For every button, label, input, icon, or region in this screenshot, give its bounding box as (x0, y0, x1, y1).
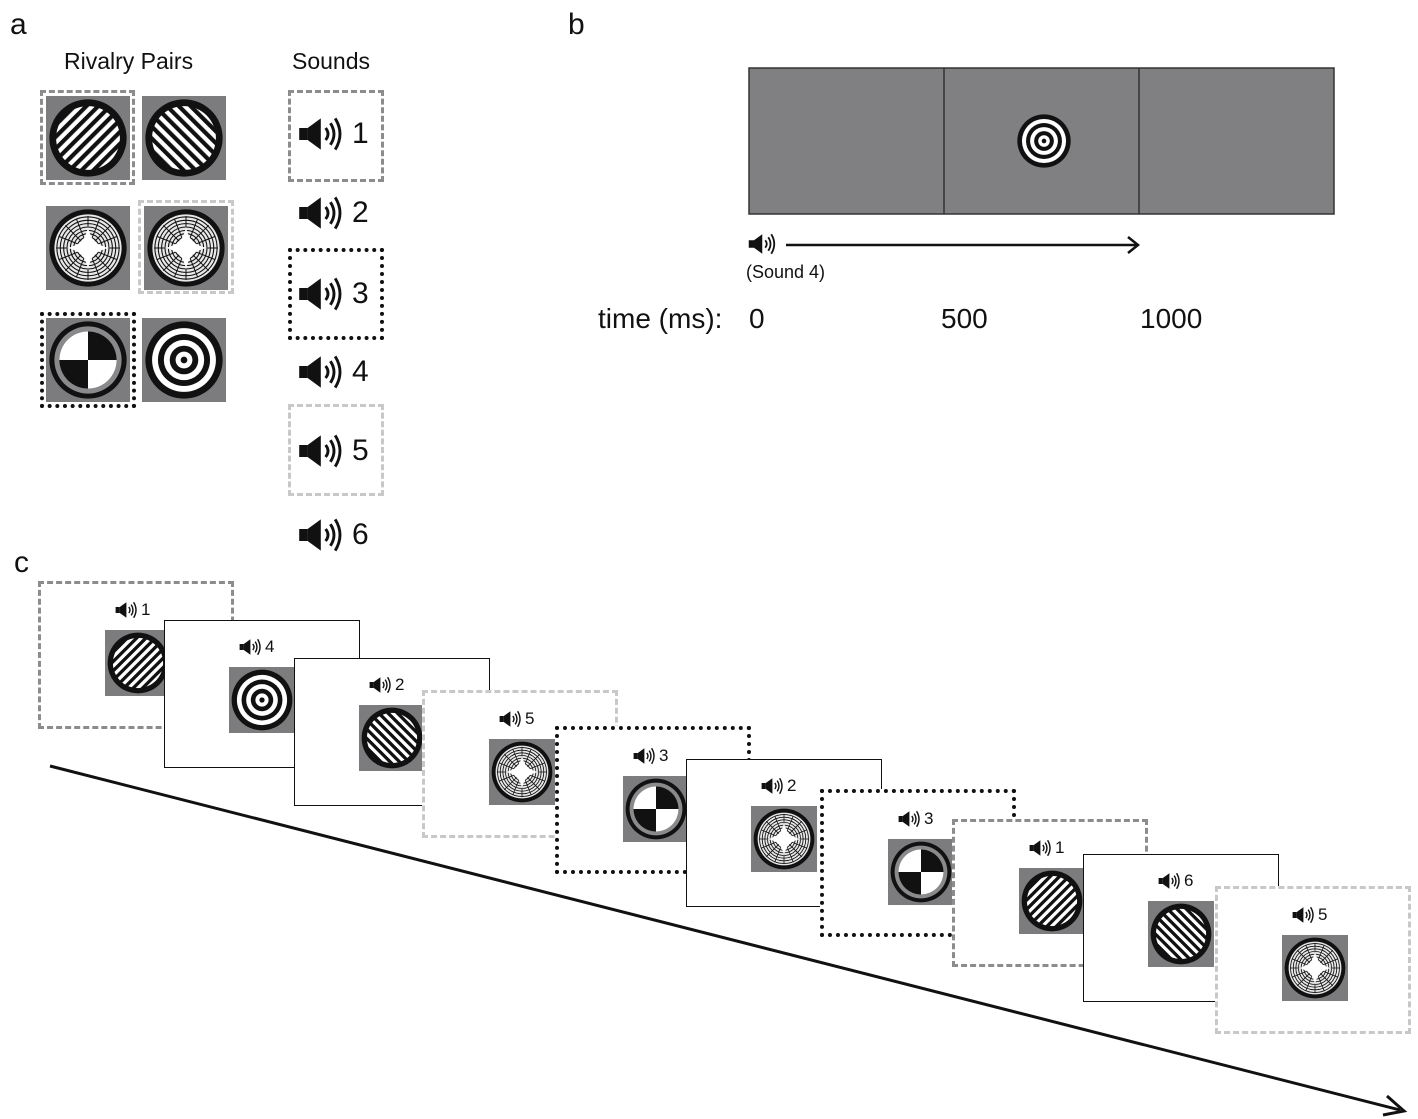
sound-3: 3 (298, 276, 369, 312)
speaker-icon (499, 710, 523, 728)
trial-sound-number: 5 (1318, 905, 1328, 924)
panel-b-letter: b (568, 8, 585, 41)
time-tick-1000: 1000 (1140, 303, 1203, 334)
sound-number: 3 (352, 277, 369, 310)
concentric-rings-stimulus (229, 667, 295, 733)
sound-2: 2 (298, 195, 369, 231)
sound-4: 4 (298, 354, 369, 390)
trial-sound-number: 4 (265, 637, 275, 656)
panel-c-letter: c (14, 546, 29, 579)
sound-caption: (Sound 4) (746, 262, 826, 282)
checkerboard-quadrant-stimulus (888, 839, 954, 905)
speaker-icon (298, 433, 346, 469)
sound-number: 2 (352, 196, 369, 229)
sound-1: 1 (298, 116, 369, 152)
speaker-icon (1292, 906, 1316, 924)
speaker-icon (1029, 839, 1053, 857)
trial-card-10: 5 (1215, 886, 1411, 1034)
speaker-icon (298, 116, 346, 152)
sound-number: 4 (352, 355, 369, 388)
speaker-icon (761, 777, 785, 795)
trial-sound-number: 5 (525, 709, 535, 728)
sound-6: 6 (298, 517, 369, 553)
speaker-icon (298, 195, 346, 231)
radial-star-checker-stimulus (751, 806, 817, 872)
time-tick-0: 0 (749, 303, 765, 334)
trial-sound-number: 1 (1055, 838, 1065, 857)
time-axis-label: time (ms): (598, 303, 723, 334)
sounds-heading: Sounds (292, 48, 371, 74)
speaker-icon (298, 517, 346, 553)
trial-sound-number: 3 (924, 809, 934, 828)
trial-sound-number: 2 (395, 675, 405, 694)
timeline-boxes (748, 67, 1335, 215)
speaker-icon (115, 601, 139, 619)
trial-sound-number: 1 (141, 600, 151, 619)
speaker-icon (298, 276, 346, 312)
radial-star-checker-stimulus (489, 739, 555, 805)
radial-star-checker-stimulus (46, 206, 130, 290)
speaker-icon (633, 747, 657, 765)
time-tick-500: 500 (941, 303, 988, 334)
right-arrow-icon (786, 236, 1141, 254)
sound-5: 5 (298, 433, 369, 469)
trial-sound-number: 3 (659, 746, 669, 765)
speaker-icon (369, 676, 393, 694)
sound-number: 6 (352, 518, 369, 551)
trial-sound-number: 6 (1184, 871, 1194, 890)
grating-left-tilt-stimulus (46, 96, 130, 180)
trial-sound-number: 2 (787, 776, 797, 795)
speaker-icon (239, 638, 263, 656)
speaker-icon (898, 810, 922, 828)
radial-star-checker-stimulus (1282, 935, 1348, 1001)
concentric-rings-stimulus (142, 318, 226, 402)
rivalry-pairs-heading: Rivalry Pairs (64, 48, 194, 74)
checkerboard-quadrant-stimulus (46, 318, 130, 402)
speaker-icon (748, 232, 778, 256)
grating-right-tilt-stimulus (359, 705, 425, 771)
radial-star-checker-stimulus (144, 206, 228, 290)
sound-number: 5 (352, 434, 369, 467)
grating-right-tilt-stimulus (142, 96, 226, 180)
grating-right-tilt-stimulus (1148, 901, 1214, 967)
checkerboard-quadrant-stimulus (623, 776, 689, 842)
sound-number: 1 (352, 117, 369, 150)
panel-a-letter: a (10, 8, 27, 41)
speaker-icon (298, 354, 346, 390)
speaker-icon (1158, 872, 1182, 890)
grating-left-tilt-stimulus (1019, 868, 1085, 934)
grating-left-tilt-stimulus (105, 630, 171, 696)
